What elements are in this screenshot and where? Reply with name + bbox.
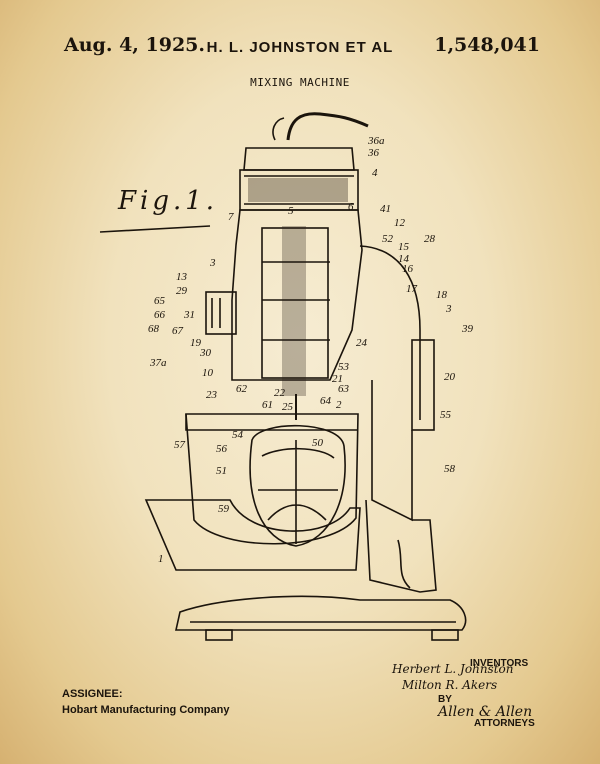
- callout-number: 7: [228, 211, 234, 223]
- callout-number: 30: [199, 347, 212, 359]
- callout-number: 18: [436, 289, 448, 301]
- patent-date: Aug. 4, 1925.: [64, 34, 206, 56]
- callout-number: 14: [398, 253, 410, 265]
- callout-number: 63: [338, 383, 350, 395]
- column-lower: [365, 499, 437, 593]
- figure-label: Fig.1.: [118, 186, 219, 216]
- inventors-label: INVENTORS: [470, 658, 529, 669]
- speed-knob: [205, 291, 237, 335]
- callout-number: 20: [444, 371, 456, 383]
- callout-number: 37a: [149, 357, 167, 369]
- callout-number: 21: [332, 373, 343, 385]
- column-top: [359, 245, 421, 420]
- callout-number: 4: [372, 167, 378, 179]
- callout-number: 58: [444, 463, 456, 475]
- callout-number: 1: [158, 553, 164, 565]
- callout-number: 36: [367, 147, 380, 159]
- callout-number: 5: [288, 205, 294, 217]
- callout-number: 53: [338, 361, 350, 373]
- callout-number: 3: [209, 257, 216, 269]
- callout-number: 28: [424, 233, 436, 245]
- callout-number: 68: [148, 323, 160, 335]
- gear-case: [231, 209, 363, 381]
- assignee-label: ASSIGNEE:: [62, 688, 123, 700]
- callout-number: 10: [202, 367, 214, 379]
- gear-internal: [261, 227, 329, 379]
- base-foot-right: [431, 629, 459, 641]
- callout-number: 52: [382, 233, 394, 245]
- callout-number: 61: [262, 399, 273, 411]
- callout-number: 54: [232, 429, 244, 441]
- callout-number: 39: [461, 323, 474, 335]
- callout-number: 67: [172, 325, 184, 337]
- mixing-bowl: [185, 413, 359, 545]
- mixer-base: [175, 595, 467, 631]
- callout-number: 36a: [367, 135, 385, 147]
- callout-number: 17: [406, 283, 418, 295]
- callout-number: 2: [336, 399, 342, 411]
- callout-number: 23: [206, 389, 218, 401]
- callout-number: 55: [440, 409, 452, 421]
- callout-number: 12: [394, 217, 406, 229]
- column-upper: [411, 339, 435, 431]
- callout-number: 56: [216, 443, 228, 455]
- inventor-signature-1: Herbert L. Johnston: [392, 662, 514, 676]
- callout-number: 64: [320, 395, 332, 407]
- callout-number: 51: [216, 465, 227, 477]
- callout-number: 66: [154, 309, 166, 321]
- callout-number: 25: [282, 401, 294, 413]
- by-label: BY: [438, 694, 452, 705]
- callout-number: 62: [236, 383, 248, 395]
- callout-number: 15: [398, 241, 410, 253]
- patent-inventor: H. L. JOHNSTON ET AL: [206, 39, 394, 56]
- callout-number: 59: [218, 503, 230, 515]
- callout-number: 6: [348, 201, 354, 213]
- callout-number: 24: [356, 337, 368, 349]
- attorneys-label: ATTORNEYS: [474, 718, 535, 729]
- assignee-name: Hobart Manufacturing Company: [62, 704, 230, 716]
- callout-number: 13: [176, 271, 188, 283]
- motor-cap: [243, 147, 355, 171]
- callout-number: 57: [174, 439, 186, 451]
- patent-number: 1,548,041: [434, 34, 540, 56]
- callout-number: 41: [380, 203, 391, 215]
- power-cord: [286, 112, 369, 141]
- callout-number: 50: [312, 437, 324, 449]
- figure-underline: [99, 225, 211, 233]
- callout-number: 16: [402, 263, 414, 275]
- base-foot-left: [205, 629, 233, 641]
- inventor-signature-2: Milton R. Akers: [402, 678, 498, 692]
- callout-number: 19: [190, 337, 202, 349]
- callout-number: 31: [183, 309, 195, 321]
- callout-number: 29: [176, 285, 188, 297]
- patent-title: MIXING MACHINE: [250, 76, 350, 89]
- beater: [249, 424, 346, 547]
- bowl-cradle: [144, 499, 361, 571]
- callout-number: 22: [274, 387, 286, 399]
- callout-number: 3: [445, 303, 452, 315]
- callout-number: 65: [154, 295, 166, 307]
- cord-clip: [272, 117, 285, 141]
- attorney-signature: Allen & Allen: [438, 704, 533, 720]
